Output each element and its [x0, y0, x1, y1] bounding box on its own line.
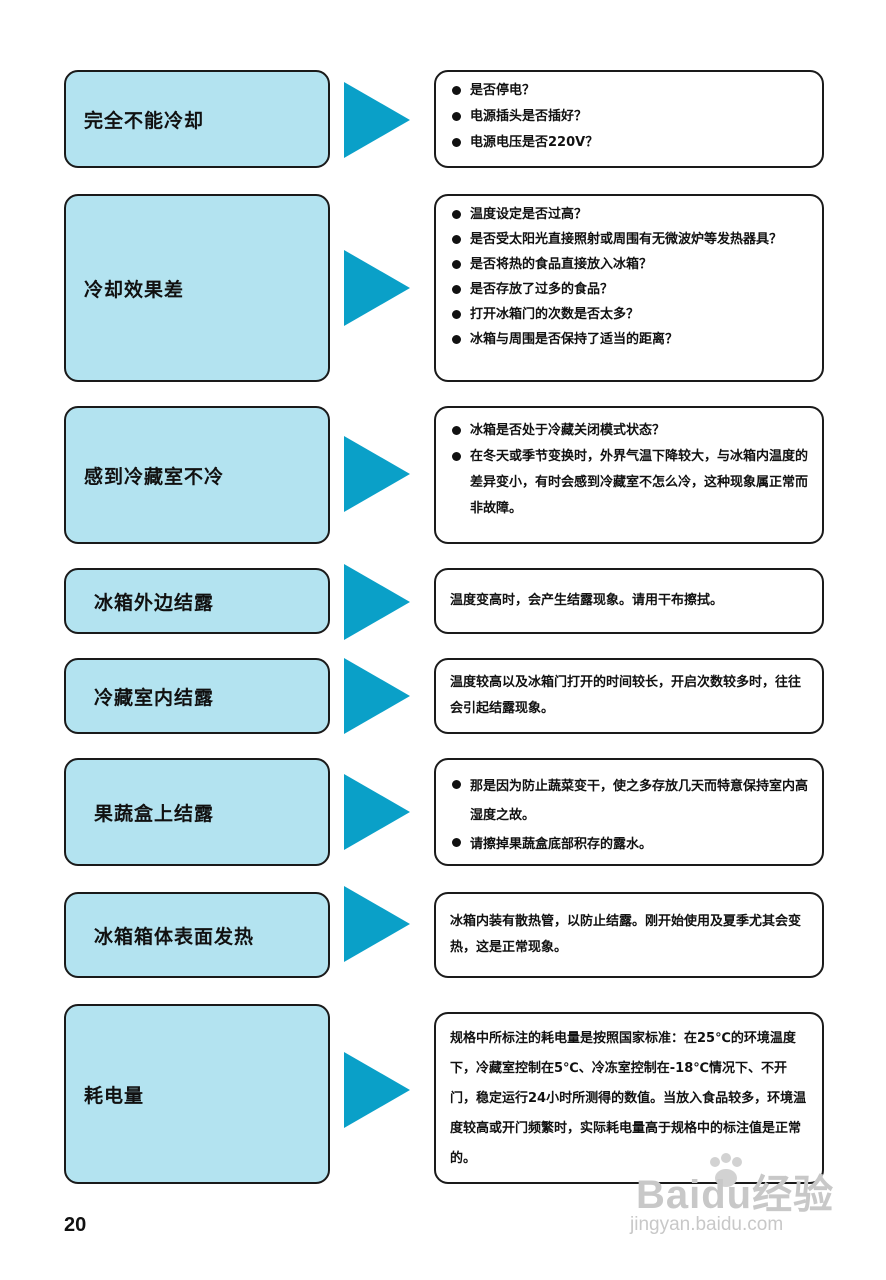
check-item: 那是因为防止蔬菜变干，使之多存放几天而特意保持室内高湿度之故。 — [450, 772, 810, 830]
check-item: 请擦掉果蔬盒底部积存的露水。 — [450, 830, 810, 859]
answer-box: 是否停电？ 电源插头是否插好？ 电源电压是否220V？ — [434, 70, 824, 168]
check-item: 在冬天或季节变换时，外界气温下降较大，与冰箱内温度的差异变小，有时会感到冷藏室不… — [450, 444, 810, 522]
answer-box: 温度设定是否过高？ 是否受太阳光直接照射或周围有无微波炉等发热器具？ 是否将热的… — [434, 194, 824, 382]
problem-label: 果蔬盒上结露 — [94, 802, 215, 825]
check-item: 打开冰箱门的次数是否太多？ — [450, 302, 810, 327]
check-item: 冰箱与周围是否保持了适当的距离？ — [450, 327, 810, 352]
problem-label: 冷藏室内结露 — [94, 686, 215, 709]
check-item: 是否将热的食品直接放入冰箱？ — [450, 252, 810, 277]
problem-box: 耗电量 — [64, 1004, 330, 1184]
problem-box: 果蔬盒上结露 — [64, 758, 330, 866]
problem-label: 感到冷藏室不冷 — [84, 465, 225, 488]
check-item: 是否停电？ — [450, 78, 810, 104]
answer-box: 规格中所标注的耗电量是按照国家标准：在25℃的环境温度下，冷藏室控制在5℃、冷冻… — [434, 1012, 824, 1184]
answer-text: 规格中所标注的耗电量是按照国家标准：在25℃的环境温度下，冷藏室控制在5℃、冷冻… — [450, 1031, 807, 1166]
arrow-right-icon — [344, 658, 410, 734]
watermark-url: jingyan.baidu.com — [630, 1214, 784, 1235]
answer-text: 冰箱内装有散热管，以防止结露。刚开始使用及夏季尤其会变热，这是正常现象。 — [450, 914, 802, 955]
answer-text: 温度较高以及冰箱门打开的时间较长，开启次数较多时，往往会引起结露现象。 — [450, 675, 802, 716]
check-item: 是否受太阳光直接照射或周围有无微波炉等发热器具？ — [450, 227, 810, 252]
answer-box: 温度变高时，会产生结露现象。请用干布擦拭。 — [434, 568, 824, 634]
arrow-right-icon — [344, 1052, 410, 1128]
arrow-right-icon — [344, 774, 410, 850]
paw-icon — [710, 1153, 742, 1187]
problem-label: 冰箱外边结露 — [94, 591, 215, 614]
answer-box: 冰箱是否处于冷藏关闭模式状态？ 在冬天或季节变换时，外界气温下降较大，与冰箱内温… — [434, 406, 824, 544]
answer-text: 温度变高时，会产生结露现象。请用干布擦拭。 — [450, 593, 724, 608]
arrow-right-icon — [344, 436, 410, 512]
check-item: 电源电压是否220V？ — [450, 130, 810, 156]
problem-label: 完全不能冷却 — [84, 109, 205, 132]
watermark-logo: Baidu经验 — [636, 1173, 835, 1217]
check-item: 是否存放了过多的食品？ — [450, 277, 810, 302]
problem-label: 冷却效果差 — [84, 278, 185, 301]
problem-label: 耗电量 — [84, 1084, 145, 1107]
baidu-watermark: Baidu经验 jingyan.baidu.com — [628, 1153, 838, 1252]
answer-box: 那是因为防止蔬菜变干，使之多存放几天而特意保持室内高湿度之故。 请擦掉果蔬盒底部… — [434, 758, 824, 866]
problem-box: 冷藏室内结露 — [64, 658, 330, 734]
problem-box: 感到冷藏室不冷 — [64, 406, 330, 544]
arrow-right-icon — [344, 82, 410, 158]
check-item: 电源插头是否插好？ — [450, 104, 810, 130]
problem-box: 冷却效果差 — [64, 194, 330, 382]
check-item: 冰箱是否处于冷藏关闭模式状态？ — [450, 418, 810, 444]
answer-box: 冰箱内装有散热管，以防止结露。刚开始使用及夏季尤其会变热，这是正常现象。 — [434, 892, 824, 978]
page-number: 20 — [64, 1214, 87, 1236]
problem-box: 完全不能冷却 — [64, 70, 330, 168]
arrow-right-icon — [344, 886, 410, 962]
problem-label: 冰箱箱体表面发热 — [94, 925, 255, 948]
arrow-right-icon — [344, 564, 410, 640]
check-item: 温度设定是否过高？ — [450, 202, 810, 227]
arrow-right-icon — [344, 250, 410, 326]
answer-box: 温度较高以及冰箱门打开的时间较长，开启次数较多时，往往会引起结露现象。 — [434, 658, 824, 734]
problem-box: 冰箱箱体表面发热 — [64, 892, 330, 978]
problem-box: 冰箱外边结露 — [64, 568, 330, 634]
